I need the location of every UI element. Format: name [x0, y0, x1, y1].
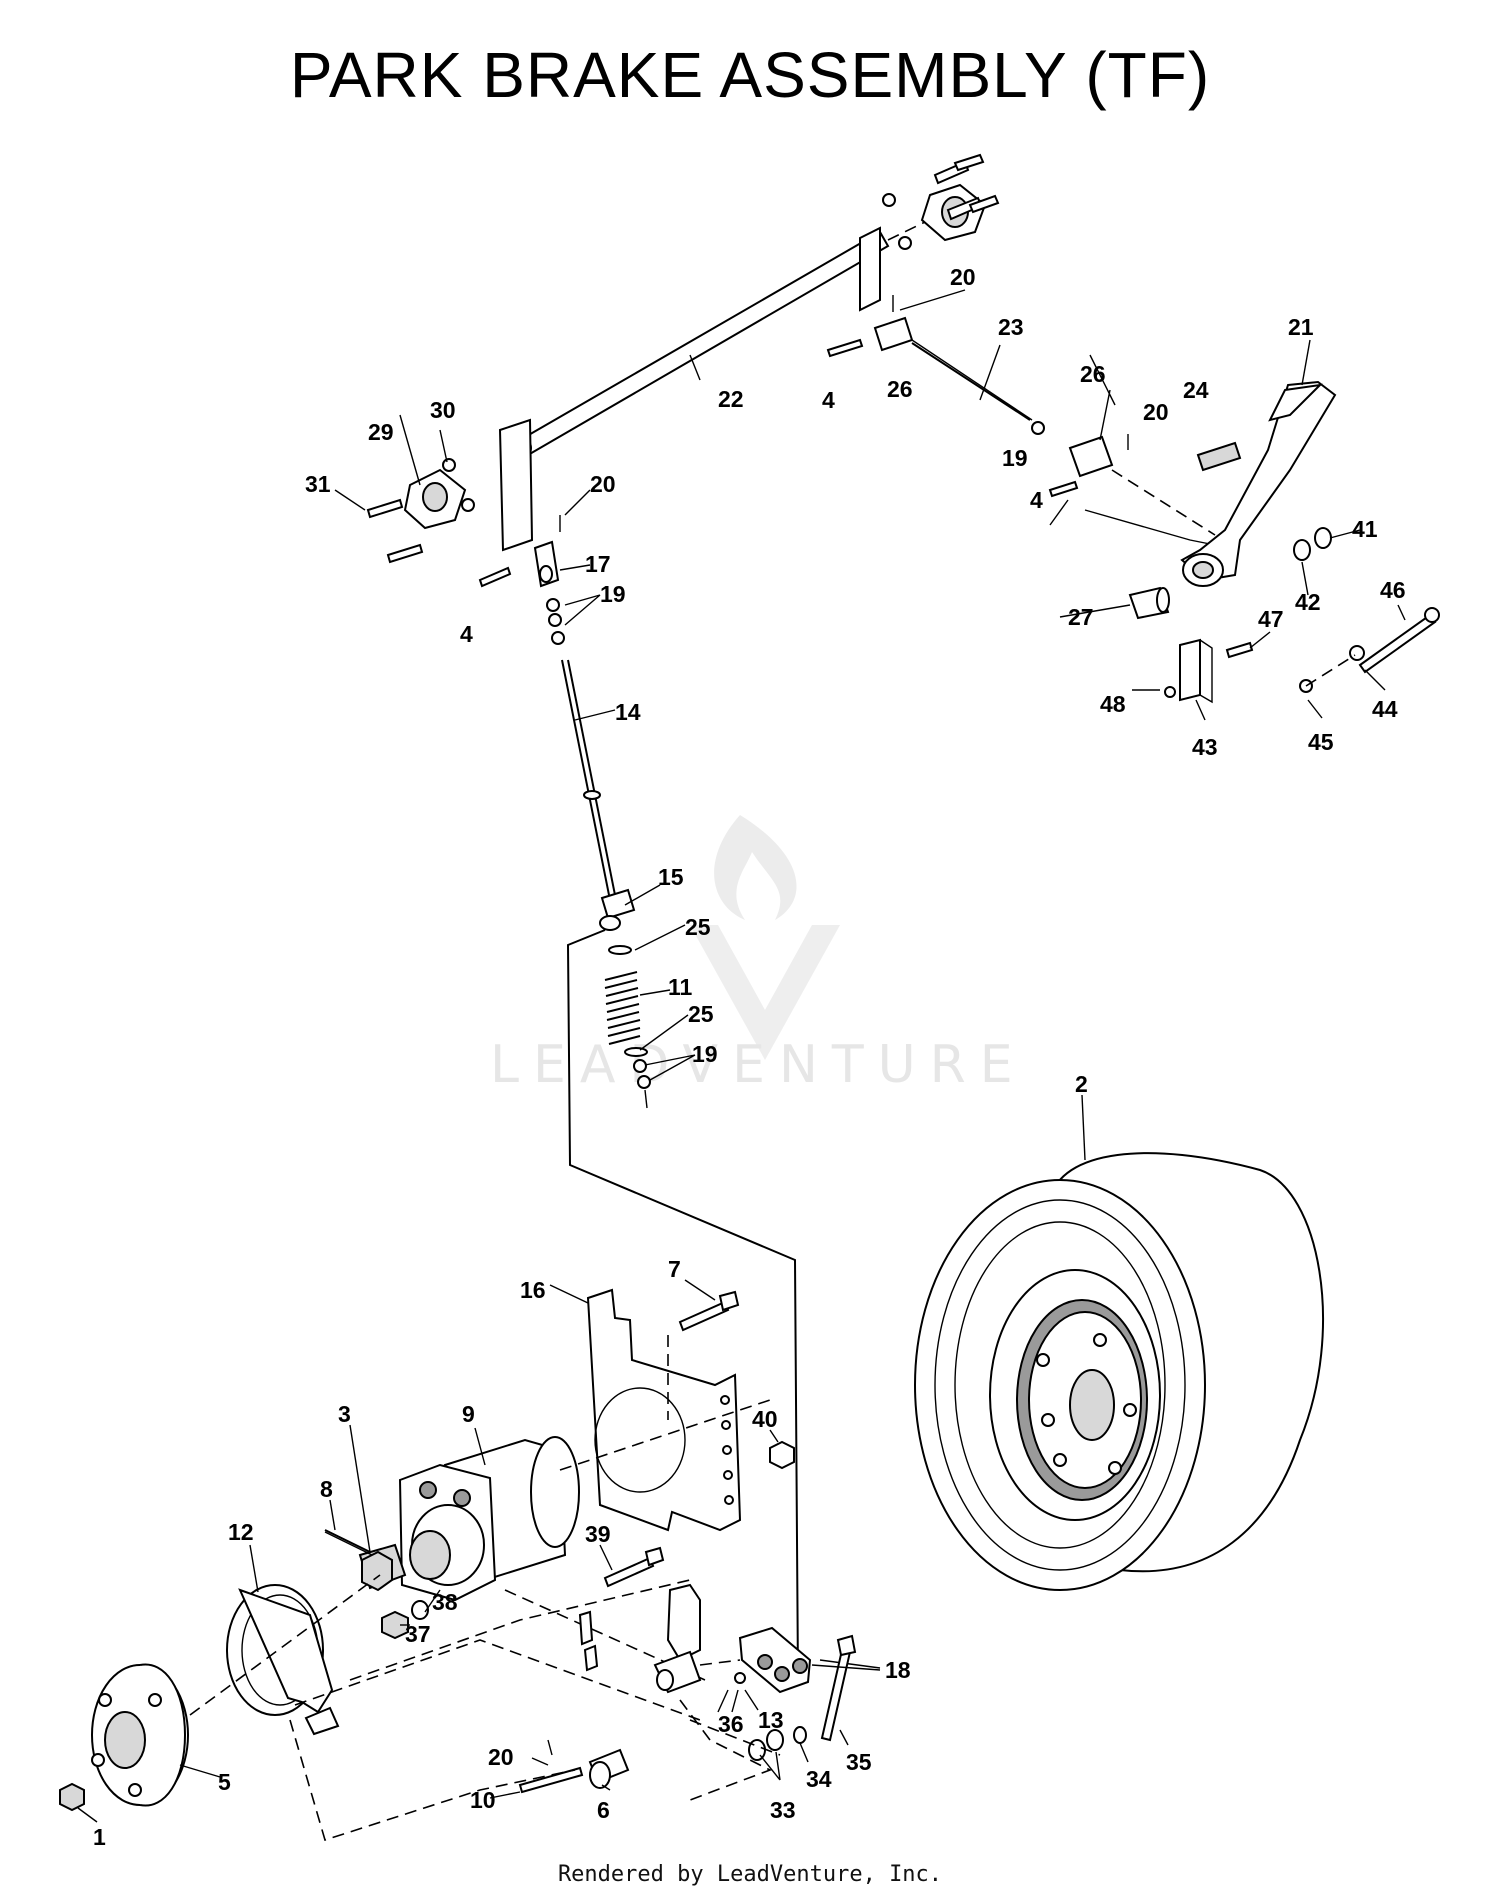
callout-13: 6	[597, 1797, 610, 1823]
hardware-33-36	[689, 1634, 857, 1761]
callout-lines	[77, 289, 1406, 1823]
callout-4-top: 4	[822, 387, 835, 413]
flange-bearing-top	[882, 153, 1000, 250]
callout-labels: 21 20 23 26 4 22 26 24 20 19 4 41 42 46 …	[93, 264, 1406, 1850]
cam-13	[518, 1610, 630, 1794]
callout-4-right: 4	[1030, 487, 1043, 513]
callout-5: 5	[218, 1769, 231, 1795]
clevis-26-upper	[826, 295, 1033, 421]
callout-3: 3	[338, 1401, 351, 1427]
callout-24: 24	[1183, 377, 1209, 403]
tire-wheel-2	[914, 1152, 1324, 1591]
callout-40: 40	[752, 1406, 778, 1432]
callout-1: 1	[93, 1824, 106, 1850]
callout-25-bottom: 25	[688, 1001, 714, 1027]
wheel-motor-7	[358, 1399, 771, 1681]
nuts-37-38	[381, 1600, 429, 1640]
callout-9: 10	[470, 1787, 496, 1813]
bolt-8	[678, 1290, 740, 1332]
brake-pedal-21	[1180, 380, 1337, 587]
washers-41-42	[1293, 527, 1332, 561]
callout-46: 46	[1380, 577, 1406, 603]
brake-rod-23	[911, 342, 1045, 435]
callout-17: 13	[758, 1707, 784, 1733]
callout-16: 18	[885, 1657, 911, 1683]
brake-shaft-22	[498, 204, 961, 552]
bushing-27	[1128, 586, 1170, 620]
nut-40	[769, 1440, 795, 1470]
callout-4-left: 4	[460, 621, 473, 647]
callout-23: 23	[998, 314, 1024, 340]
callout-35: 35	[846, 1749, 872, 1775]
callout-15: 16	[520, 1277, 546, 1303]
callout-19-bottom: 19	[692, 1041, 718, 1067]
clevis-26-lower	[1048, 434, 1216, 546]
callout-29: 29	[368, 419, 394, 445]
pedal-bolt-46	[1299, 607, 1440, 693]
callout-2: 2	[1075, 1071, 1088, 1097]
callout-19-left: 19	[600, 581, 626, 607]
callout-37: 37	[405, 1621, 431, 1647]
callout-20-bottom: 20	[488, 1744, 514, 1770]
callout-41: 41	[1352, 516, 1378, 542]
callout-21: 21	[1288, 314, 1314, 340]
callout-44: 44	[1372, 696, 1398, 722]
callout-27: 27	[1068, 604, 1094, 630]
callout-20-top: 20	[950, 264, 976, 290]
callout-47: 47	[1258, 606, 1284, 632]
brake-rod-14	[561, 659, 799, 1681]
brake-arm-16	[653, 1583, 881, 1694]
callout-48: 48	[1100, 691, 1126, 717]
castle-nut-3	[324, 1531, 393, 1592]
callout-45: 45	[1308, 729, 1334, 755]
dashed-routing	[289, 1579, 772, 1842]
callout-12: 12	[228, 1519, 254, 1545]
render-credit: Rendered by LeadVenture, Inc.	[557, 1862, 943, 1887]
pin-6	[324, 1529, 371, 1553]
lug-nut-1	[59, 1782, 85, 1812]
callout-33: 33	[770, 1797, 796, 1823]
callout-30: 30	[430, 397, 456, 423]
callout-25-top: 25	[685, 914, 711, 940]
callout-36: 36	[718, 1711, 744, 1737]
mounting-plate-15	[586, 1288, 742, 1532]
callout-11: 15	[658, 864, 684, 890]
brake-band-12	[226, 1584, 340, 1736]
callout-26-right: 26	[1080, 361, 1106, 387]
bracket-43	[1164, 638, 1254, 704]
callout-7: 9	[462, 1401, 475, 1427]
watermark-flame-icon	[714, 815, 797, 920]
callout-31: 31	[305, 471, 331, 497]
watermark: LEADVENTURE	[490, 815, 1027, 1095]
flange-bearing-left	[366, 458, 475, 564]
pedal-pad-24	[1196, 441, 1242, 472]
callout-6: 8	[320, 1476, 333, 1502]
callout-39: 39	[585, 1521, 611, 1547]
callout-10: 11	[668, 974, 693, 1000]
watermark-v-icon	[690, 925, 840, 1060]
bolt-39	[603, 1546, 665, 1588]
callout-20-right: 20	[1143, 399, 1169, 425]
callout-43: 43	[1192, 734, 1218, 760]
callout-20-left: 20	[590, 471, 616, 497]
callout-42: 42	[1295, 589, 1321, 615]
callout-22: 22	[718, 386, 744, 412]
brake-drum-5	[91, 1574, 381, 1807]
lever-18	[478, 515, 565, 645]
spring-10	[604, 945, 651, 1109]
watermark-text: LEADVENTURE	[490, 1035, 1027, 1095]
callout-8: 7	[668, 1256, 681, 1282]
callout-34: 34	[806, 1766, 832, 1792]
callout-26-top: 26	[887, 376, 913, 402]
diagram-title: PARK BRAKE ASSEMBLY (TF)	[289, 39, 1211, 111]
callout-14: 14	[615, 699, 641, 725]
callout-18: 17	[585, 551, 611, 577]
callout-38: 38	[432, 1589, 458, 1615]
callout-19-right: 19	[1002, 445, 1028, 471]
